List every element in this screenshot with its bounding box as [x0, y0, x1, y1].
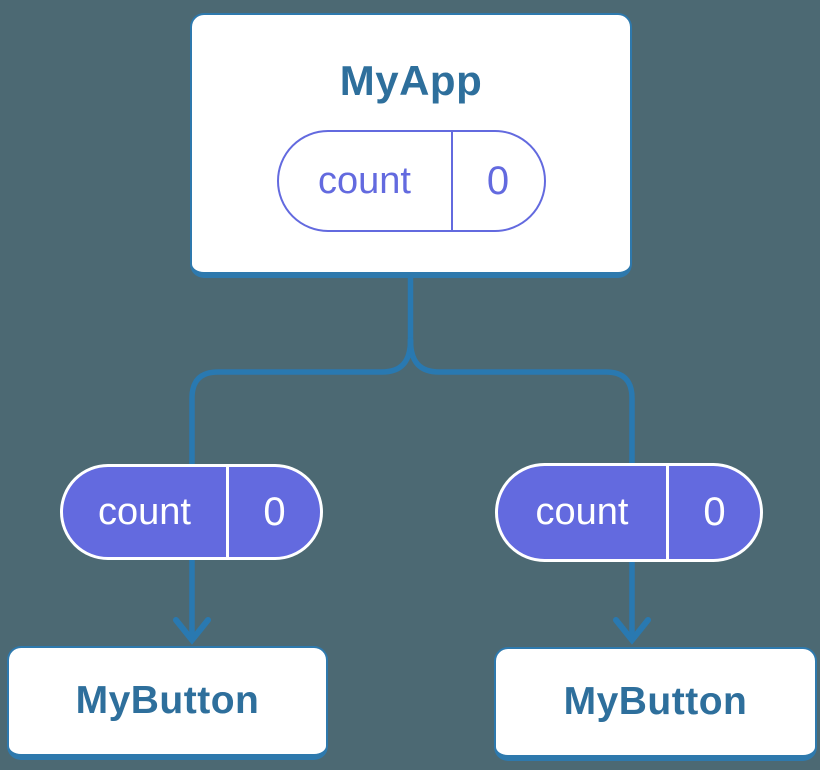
right-branch-connector [407, 337, 635, 471]
left-arrowhead-icon [173, 617, 211, 645]
prop-value-label: 0 [666, 466, 760, 559]
myapp-node: MyApp count 0 [190, 13, 632, 278]
prop-name-label: count [535, 491, 629, 533]
right-arrowhead-icon [613, 617, 651, 645]
prop-pill-left: count 0 [60, 464, 323, 560]
prop-name-label: count [98, 490, 191, 533]
prop-value-label: 0 [226, 467, 320, 557]
mybutton-node-right: MyButton [494, 647, 817, 761]
state-name-label: count [318, 159, 411, 202]
mybutton-node-title: MyButton [75, 679, 260, 722]
state-value-label: 0 [450, 132, 544, 230]
state-pill: count 0 [276, 130, 546, 232]
mybutton-node-title: MyButton [563, 680, 748, 723]
left-branch-connector [189, 337, 414, 471]
myapp-node-title: MyApp [339, 57, 483, 104]
mybutton-node-left: MyButton [7, 646, 328, 760]
prop-pill-right: count 0 [495, 463, 763, 562]
